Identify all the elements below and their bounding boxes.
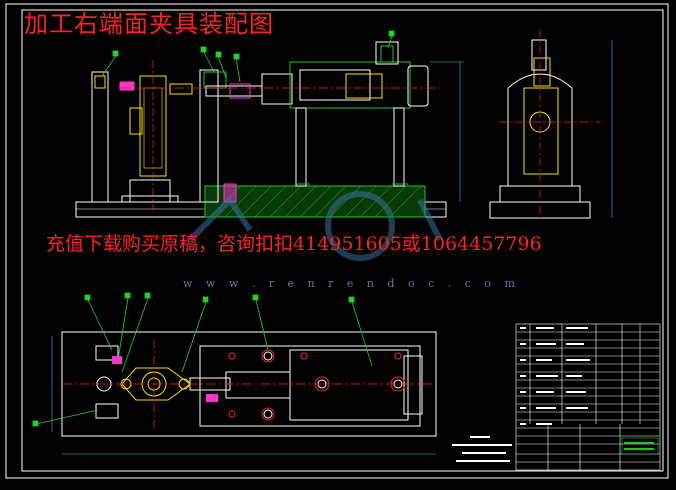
watermark-url: w w w . r e n r e n d o c . c o m	[183, 277, 520, 290]
title-block-name-cell	[621, 437, 659, 455]
cylinder-barrel	[289, 61, 411, 109]
cylinder-body	[261, 73, 293, 105]
clamp-post	[199, 69, 219, 203]
drawing-title: 加工右端面夹具装配图	[24, 10, 274, 38]
inner-frame	[21, 9, 664, 472]
watermark-text: 充值下载购买原稿，咨询扣扣414951605或1064457796	[46, 233, 542, 255]
left-column	[91, 71, 109, 203]
parts-list-text-marks	[452, 327, 590, 462]
top-view	[32, 292, 440, 455]
side-view	[489, 30, 613, 220]
watermark-logo	[187, 191, 443, 261]
cylinder-support-right	[393, 107, 405, 187]
outer-frame	[5, 3, 669, 479]
cylinder-support-left	[295, 107, 307, 187]
top-cylinder	[289, 349, 409, 421]
front-view	[75, 30, 464, 218]
side-clamp-yellow	[523, 87, 559, 175]
